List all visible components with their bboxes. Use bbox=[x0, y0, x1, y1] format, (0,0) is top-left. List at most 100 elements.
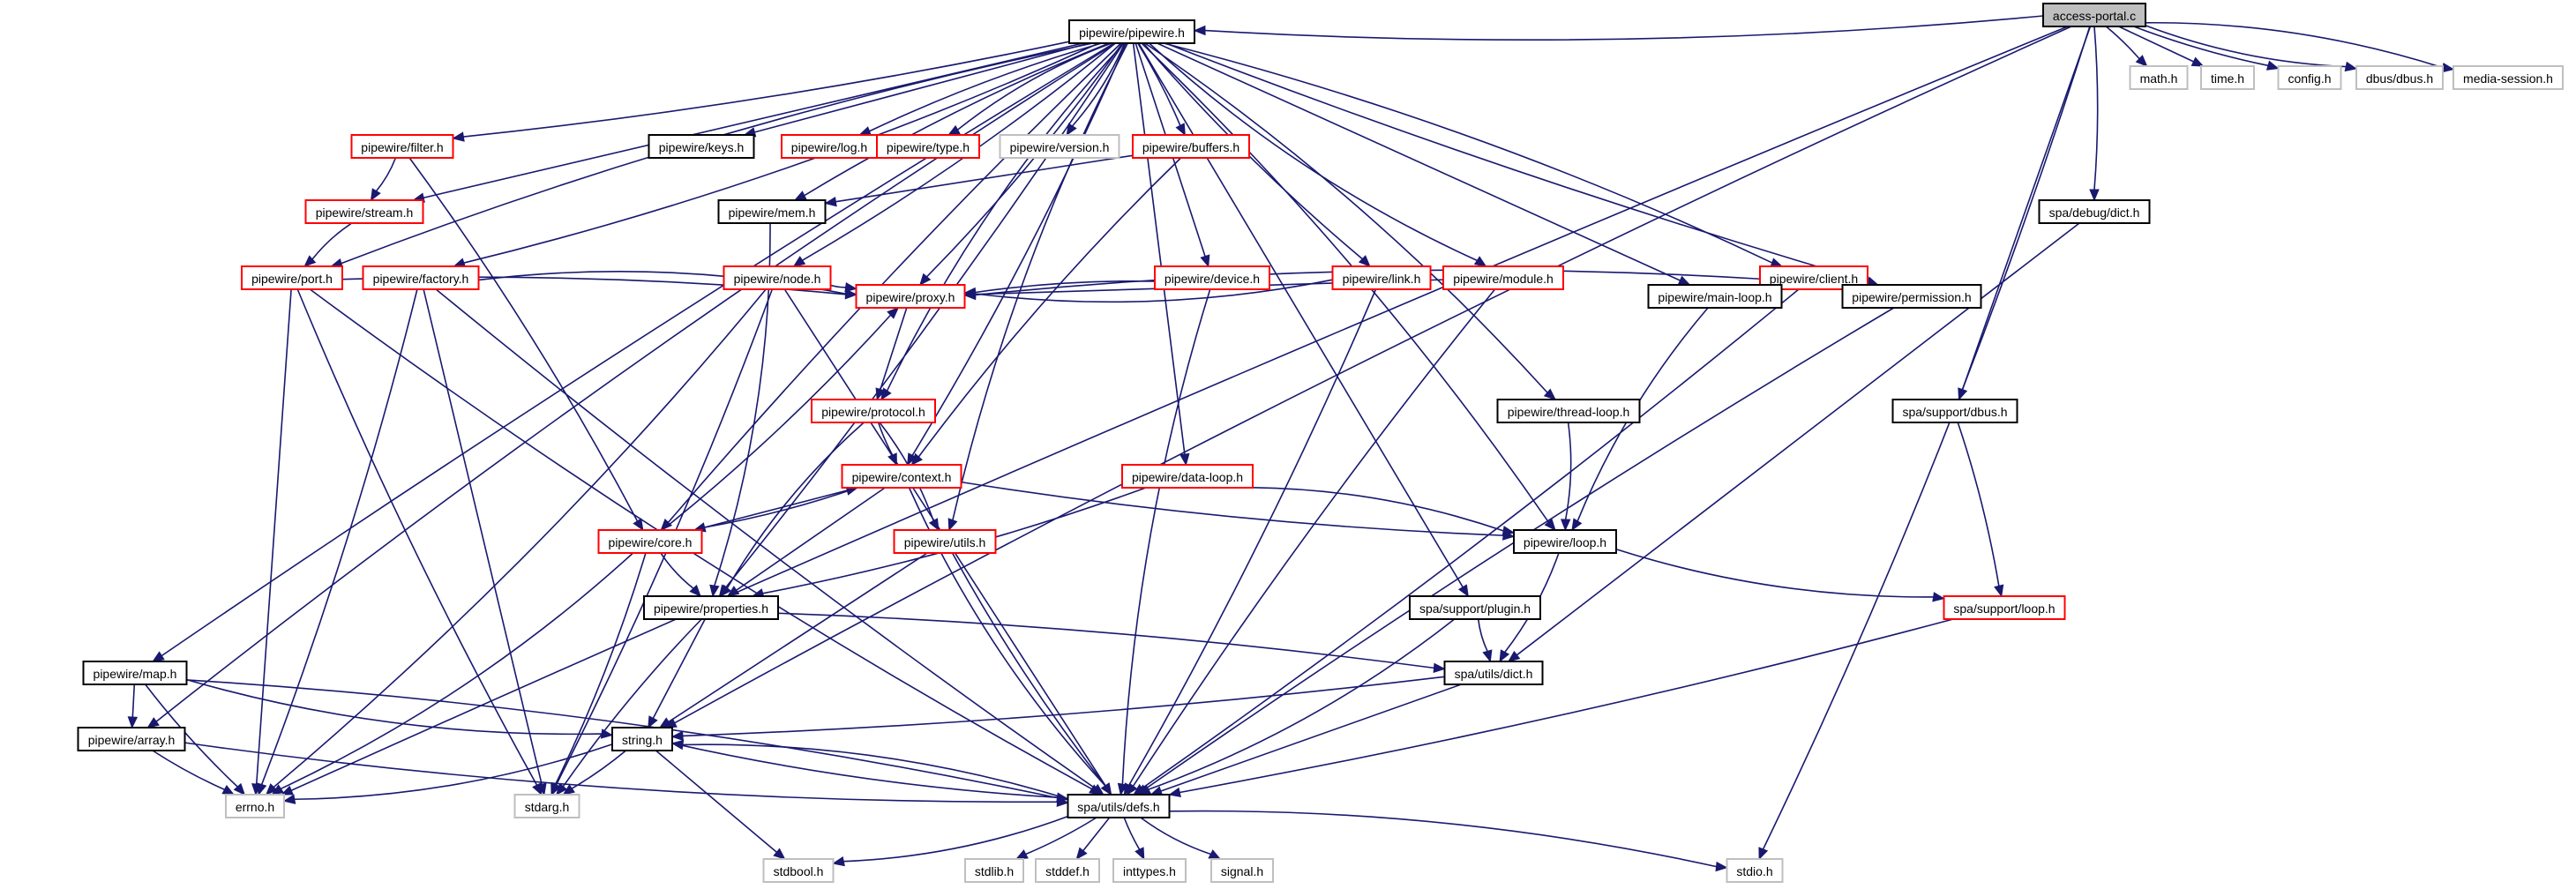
node-string-h[interactable]: string.h bbox=[611, 727, 673, 751]
node-box[interactable] bbox=[841, 464, 962, 489]
node-loop-h[interactable]: pipewire/loop.h bbox=[1513, 529, 1617, 554]
node-stdbool-h[interactable]: stdbool.h bbox=[762, 858, 835, 883]
node-box[interactable] bbox=[2042, 3, 2146, 27]
node-log-h[interactable]: pipewire/log.h bbox=[781, 134, 878, 159]
node-map-h[interactable]: pipewire/map.h bbox=[82, 661, 188, 685]
node-mem-h[interactable]: pipewire/mem.h bbox=[717, 199, 827, 224]
node-stdlib-h[interactable]: stdlib.h bbox=[964, 858, 1024, 883]
node-type-h[interactable]: pipewire/type.h bbox=[876, 134, 980, 159]
node-box[interactable] bbox=[893, 529, 997, 554]
node-dbus-h[interactable]: dbus/dbus.h bbox=[2355, 65, 2444, 90]
node-config-h[interactable]: config.h bbox=[2277, 65, 2342, 90]
node-signal-h[interactable]: signal.h bbox=[1210, 858, 1274, 883]
node-box[interactable] bbox=[762, 858, 835, 883]
node-buffers-h[interactable]: pipewire/buffers.h bbox=[1132, 134, 1250, 159]
node-support-dbus-h[interactable]: spa/support/dbus.h bbox=[1891, 399, 2018, 423]
node-main-loop-h[interactable]: pipewire/main-loop.h bbox=[1647, 284, 1783, 309]
node-box[interactable] bbox=[1132, 134, 1250, 159]
node-box[interactable] bbox=[781, 134, 878, 159]
node-port-h[interactable]: pipewire/port.h bbox=[241, 265, 343, 290]
node-box[interactable] bbox=[1409, 595, 1541, 620]
node-pipewire-h[interactable]: pipewire/pipewire.h bbox=[1068, 19, 1195, 44]
node-inttypes-h[interactable]: inttypes.h bbox=[1112, 858, 1187, 883]
node-box[interactable] bbox=[350, 134, 454, 159]
node-link-h[interactable]: pipewire/link.h bbox=[1331, 265, 1432, 290]
node-box[interactable] bbox=[1154, 265, 1270, 290]
node-data-loop-h[interactable]: pipewire/data-loop.h bbox=[1121, 464, 1254, 489]
node-math-h[interactable]: math.h bbox=[2129, 65, 2189, 90]
node-box[interactable] bbox=[304, 199, 424, 224]
node-box[interactable] bbox=[964, 858, 1024, 883]
node-box[interactable] bbox=[1647, 284, 1783, 309]
node-device-h[interactable]: pipewire/device.h bbox=[1154, 265, 1270, 290]
node-box[interactable] bbox=[1943, 595, 2066, 620]
node-box[interactable] bbox=[723, 265, 832, 290]
node-box[interactable] bbox=[597, 529, 703, 554]
node-box[interactable] bbox=[1726, 858, 1784, 883]
node-context-h[interactable]: pipewire/context.h bbox=[841, 464, 962, 489]
node-support-loop-h[interactable]: spa/support/loop.h bbox=[1943, 595, 2066, 620]
node-box[interactable] bbox=[1443, 661, 1544, 685]
node-box[interactable] bbox=[1067, 794, 1171, 818]
node-box[interactable] bbox=[82, 661, 188, 685]
node-time-h[interactable]: time.h bbox=[2200, 65, 2255, 90]
node-defs-h[interactable]: spa/utils/defs.h bbox=[1067, 794, 1171, 818]
node-box[interactable] bbox=[611, 727, 673, 751]
node-box[interactable] bbox=[225, 794, 285, 818]
edge-line bbox=[777, 612, 1434, 669]
node-debug-dict-h[interactable]: spa/debug/dict.h bbox=[2038, 199, 2151, 224]
node-box[interactable] bbox=[643, 595, 779, 620]
node-box[interactable] bbox=[241, 265, 343, 290]
node-box[interactable] bbox=[2038, 199, 2151, 224]
node-thread-loop-h[interactable]: pipewire/thread-loop.h bbox=[1496, 399, 1641, 423]
node-box[interactable] bbox=[1496, 399, 1641, 423]
node-box[interactable] bbox=[2277, 65, 2342, 90]
node-proxy-h[interactable]: pipewire/proxy.h bbox=[855, 284, 966, 309]
node-stdarg-h[interactable]: stdarg.h bbox=[513, 794, 580, 818]
node-box[interactable] bbox=[1068, 19, 1195, 44]
node-box[interactable] bbox=[2355, 65, 2444, 90]
node-filter-h[interactable]: pipewire/filter.h bbox=[350, 134, 454, 159]
node-stream-h[interactable]: pipewire/stream.h bbox=[304, 199, 424, 224]
node-box[interactable] bbox=[876, 134, 980, 159]
node-box[interactable] bbox=[513, 794, 580, 818]
node-version-h[interactable]: pipewire/version.h bbox=[999, 134, 1120, 159]
node-permission-h[interactable]: pipewire/permission.h bbox=[1841, 284, 1982, 309]
node-box[interactable] bbox=[1442, 265, 1564, 290]
node-box[interactable] bbox=[1121, 464, 1254, 489]
node-node-h[interactable]: pipewire/node.h bbox=[723, 265, 832, 290]
node-box[interactable] bbox=[362, 265, 480, 290]
node-box[interactable] bbox=[1035, 858, 1100, 883]
node-box[interactable] bbox=[855, 284, 966, 309]
node-errno-h[interactable]: errno.h bbox=[225, 794, 285, 818]
node-utils-dict-h[interactable]: spa/utils/dict.h bbox=[1443, 661, 1544, 685]
node-box[interactable] bbox=[1841, 284, 1982, 309]
node-box[interactable] bbox=[999, 134, 1120, 159]
node-box[interactable] bbox=[2129, 65, 2189, 90]
node-factory-h[interactable]: pipewire/factory.h bbox=[362, 265, 480, 290]
node-stdio-h[interactable]: stdio.h bbox=[1726, 858, 1784, 883]
node-box[interactable] bbox=[2200, 65, 2255, 90]
node-box[interactable] bbox=[1891, 399, 2018, 423]
node-plugin-h[interactable]: spa/support/plugin.h bbox=[1409, 595, 1541, 620]
node-box[interactable] bbox=[1331, 265, 1432, 290]
node-array-h[interactable]: pipewire/array.h bbox=[77, 727, 186, 751]
node-media-session-h[interactable]: media-session.h bbox=[2452, 65, 2564, 90]
node-box[interactable] bbox=[717, 199, 827, 224]
node-keys-h[interactable]: pipewire/keys.h bbox=[648, 134, 755, 159]
node-box[interactable] bbox=[648, 134, 755, 159]
edge-line bbox=[1169, 810, 1717, 868]
node-access-portal-c[interactable]: access-portal.c bbox=[2042, 3, 2146, 27]
node-box[interactable] bbox=[2452, 65, 2564, 90]
node-core-h[interactable]: pipewire/core.h bbox=[597, 529, 703, 554]
node-utils-h[interactable]: pipewire/utils.h bbox=[893, 529, 997, 554]
node-box[interactable] bbox=[1513, 529, 1617, 554]
node-module-h[interactable]: pipewire/module.h bbox=[1442, 265, 1564, 290]
node-box[interactable] bbox=[811, 399, 936, 423]
node-stddef-h[interactable]: stddef.h bbox=[1035, 858, 1100, 883]
node-protocol-h[interactable]: pipewire/protocol.h bbox=[811, 399, 936, 423]
node-box[interactable] bbox=[1112, 858, 1187, 883]
node-properties-h[interactable]: pipewire/properties.h bbox=[643, 595, 779, 620]
node-box[interactable] bbox=[77, 727, 186, 751]
node-box[interactable] bbox=[1210, 858, 1274, 883]
